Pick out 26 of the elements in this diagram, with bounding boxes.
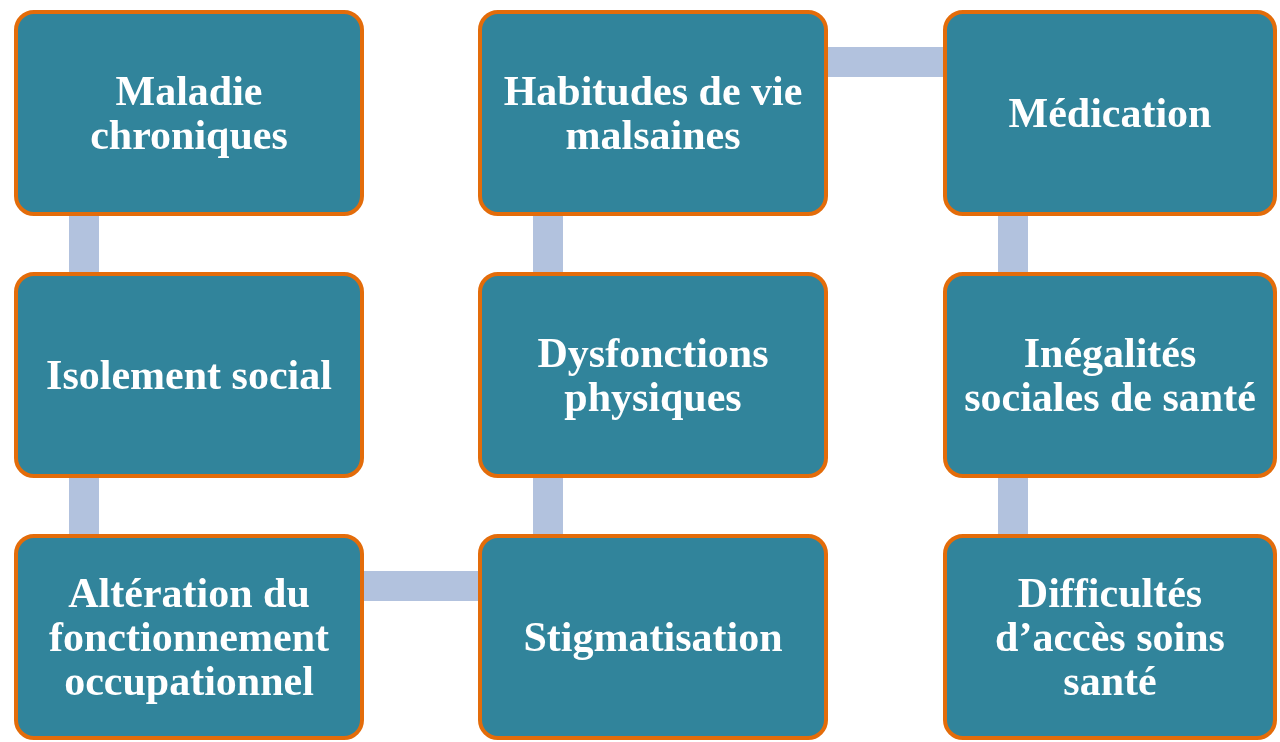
process-box: [14, 10, 364, 216]
box-label: Dysfonctions physiques: [536, 330, 770, 420]
process-box: [14, 534, 364, 740]
process-box: [14, 272, 364, 478]
connector-bar: [998, 216, 1028, 272]
process-box: [478, 534, 828, 740]
box-label: Isolement social: [46, 352, 332, 398]
connector-bar: [533, 478, 563, 534]
process-box: [943, 272, 1277, 478]
connector-bar: [69, 478, 99, 534]
box-label: Habitudes de vie malsaines: [502, 68, 804, 158]
connector-bar: [533, 216, 563, 272]
box-label: Stigmatisation: [523, 614, 783, 660]
box-label: Maladie chroniques: [89, 68, 289, 158]
box-label: Altération du fonctionnement occupationnel: [48, 570, 330, 704]
process-box: [943, 10, 1277, 216]
box-label: Difficultés d’accès soins santé: [994, 570, 1226, 704]
connector-bar: [828, 47, 943, 77]
process-box: [478, 10, 828, 216]
box-label: Médication: [1008, 90, 1212, 136]
connector-bar: [998, 478, 1028, 534]
process-box: [943, 534, 1277, 740]
box-label: Inégalités sociales de santé: [963, 330, 1257, 420]
connector-bar: [69, 216, 99, 272]
process-box: [478, 272, 828, 478]
connector-bar: [364, 571, 478, 601]
